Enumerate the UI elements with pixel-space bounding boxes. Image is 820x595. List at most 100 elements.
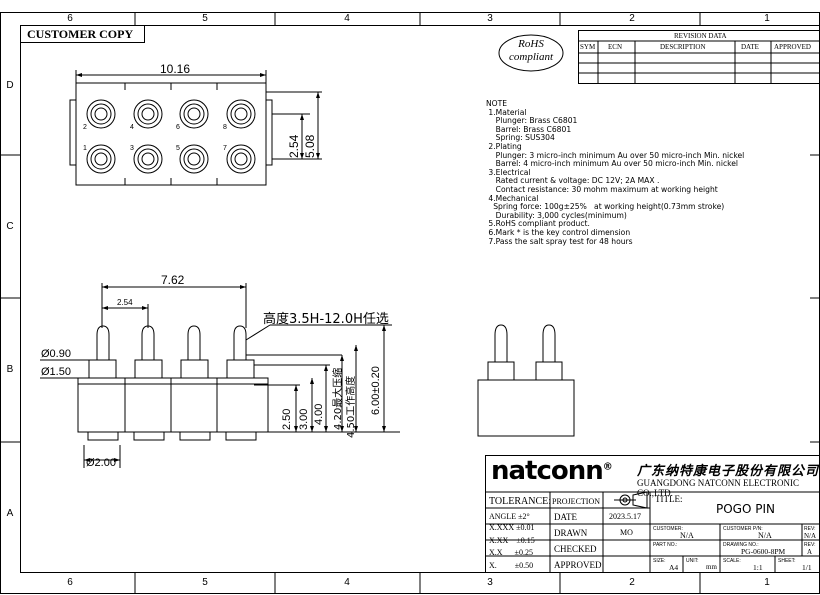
- note-line: Rated current & voltage: DC 12V; 2A MAX …: [486, 176, 660, 186]
- note-line: 5.RoHS compliant product.: [486, 219, 590, 229]
- dim-phi-150: Ø1.50: [41, 366, 71, 378]
- pin-number-7: 7: [223, 145, 227, 152]
- zone-row-a: A: [6, 508, 14, 519]
- note-line: 4.Mechanical: [486, 193, 539, 203]
- unit-value: mm: [706, 563, 717, 571]
- notes-lines: 1.Material Plunger: Brass C6801 Barrel: …: [486, 107, 745, 247]
- customer-value: N/A: [680, 531, 694, 540]
- brand-logo: natconn®: [491, 456, 613, 486]
- side-view: [40, 283, 400, 468]
- dim-phi-200: Ø2.00: [86, 457, 116, 469]
- front-view: [477, 324, 575, 437]
- tol-x: X.X ±0.25: [489, 548, 533, 557]
- dim-row-label: 5.08: [303, 134, 317, 158]
- note-line: 1.Material: [486, 107, 527, 117]
- top-view: [69, 70, 322, 186]
- rev-value-1: N/A: [804, 532, 817, 540]
- revision-header-ecn: ECN: [608, 43, 622, 51]
- note-line: Durability: 3,000 cycles(minimum): [486, 210, 627, 220]
- date-value: 2023.5.17: [609, 512, 641, 521]
- zone-row-b: B: [6, 364, 14, 375]
- tol-xx: X.XX ±0.15: [489, 536, 535, 545]
- note-line: Spring: SUS304: [486, 133, 555, 143]
- pin-number-8: 8: [223, 124, 227, 131]
- zone-col-5: 5: [202, 13, 208, 24]
- note-line: Barrel: Brass C6801: [486, 124, 572, 134]
- note-line: 3.Electrical: [486, 167, 531, 177]
- zone-col-4: 4: [344, 13, 350, 24]
- revision-header-approved: APPROVED: [774, 43, 811, 51]
- pin-number-5: 5: [176, 145, 180, 152]
- revision-header-description: DESCRIPTION: [660, 43, 706, 51]
- customer-pn-value: N/A: [758, 531, 772, 540]
- projection-symbol-icon: [614, 491, 648, 509]
- zone-row-d: D: [6, 80, 14, 91]
- pin-number-3: 3: [130, 145, 134, 152]
- zone-col-2: 2: [629, 13, 635, 24]
- dim-pitch-label: 2.54: [287, 134, 301, 158]
- zone-col-4-bottom: 4: [344, 577, 350, 588]
- pin-number-6: 6: [176, 124, 180, 131]
- revision-title: REVISION DATA: [674, 32, 727, 40]
- customer-pn-label: CUSTOMER P/N:: [723, 526, 763, 532]
- drawing-no-label: DRAWING NO.:: [723, 542, 759, 548]
- dim-width-label: 10.16: [160, 62, 191, 76]
- height-range-note: 高度3.5H-12.0H任选: [263, 312, 389, 327]
- note-line: Contact resistance: 30 mohm maximum at w…: [486, 184, 718, 194]
- zone-col-1-bottom: 1: [764, 577, 770, 588]
- customer-label: CUSTOMER:: [653, 526, 683, 532]
- registered-mark: ®: [602, 461, 613, 473]
- note-line: Spring force: 100g±25% at working height…: [486, 202, 725, 212]
- pin-number-2: 2: [83, 124, 87, 131]
- dim-250: 2.50: [281, 408, 293, 430]
- part-no-label: PART NO.:: [653, 542, 678, 548]
- tolerance-label: TOLERANCE:: [489, 496, 552, 507]
- scale-value: 1:1: [753, 563, 763, 572]
- note-line: 6.Mark * is the key control dimension: [486, 227, 631, 237]
- date-label: DATE: [554, 512, 577, 522]
- tol-xxx: X.XXX ±0.01: [489, 523, 535, 532]
- zone-col-3: 3: [487, 13, 493, 24]
- revision-header-date: DATE: [741, 43, 759, 51]
- zone-col-3-bottom: 3: [487, 577, 493, 588]
- tol-angle: ANGLE ±2°: [489, 512, 530, 521]
- size-value: A4: [669, 563, 679, 572]
- dim-300: 3.00: [298, 408, 310, 430]
- drawing-no-value: PG-0600-8PM: [741, 547, 786, 556]
- dim-side-pitch-label: 2.54: [117, 298, 133, 307]
- revision-header-sym: SYM: [580, 43, 596, 51]
- approved-label: APPROVED: [554, 560, 602, 570]
- rohs-badge: RoHS compliant: [501, 38, 561, 64]
- projection-label: PROJECTION: [552, 497, 601, 506]
- drawn-value: MO: [620, 528, 633, 537]
- title-block-lines: [485, 455, 820, 573]
- title-label: TITLE:: [655, 494, 683, 504]
- rohs-ellipse: [498, 34, 564, 72]
- size-label: SIZE:: [653, 558, 666, 564]
- notes-heading: NOTE: [486, 99, 508, 108]
- sheet-label: SHEET:: [778, 558, 796, 564]
- zone-col-5-bottom: 5: [202, 577, 208, 588]
- unit-label: UNIT:: [686, 558, 699, 564]
- rev-label-2: REV:: [804, 542, 816, 548]
- pin-number-4: 4: [130, 124, 134, 131]
- company-name-cn: 广东纳特康电子股份有限公司: [637, 464, 820, 479]
- zone-col-2-bottom: 2: [629, 577, 635, 588]
- zone-row-c: C: [6, 221, 14, 232]
- zone-col-1: 1: [764, 13, 770, 24]
- checked-label: CHECKED: [554, 544, 597, 554]
- company-name-en: GUANGDONG NATCONN ELECTRONIC CO.,LTD.: [637, 478, 799, 498]
- rohs-line2: compliant: [509, 51, 553, 63]
- sheet-value: 1/1: [802, 563, 812, 572]
- note-line: 7.Pass the salt spray test for 48 hours: [486, 236, 633, 246]
- note-line: Plunger: 3 micro-inch minimum Au over 50…: [486, 150, 745, 160]
- rohs-line1: RoHS: [518, 38, 544, 50]
- tol-x0: X. ±0.50: [489, 561, 534, 570]
- scale-label: SCALE:: [723, 558, 741, 564]
- dim-400: 4.00: [313, 403, 325, 425]
- note-line: Plunger: Brass C6801: [486, 116, 578, 126]
- rev-value-2: A: [807, 548, 813, 556]
- dim-span-label: 7.62: [161, 273, 185, 287]
- notes-block: NOTE 1.Material Plunger: Brass C6801 Bar…: [486, 99, 745, 247]
